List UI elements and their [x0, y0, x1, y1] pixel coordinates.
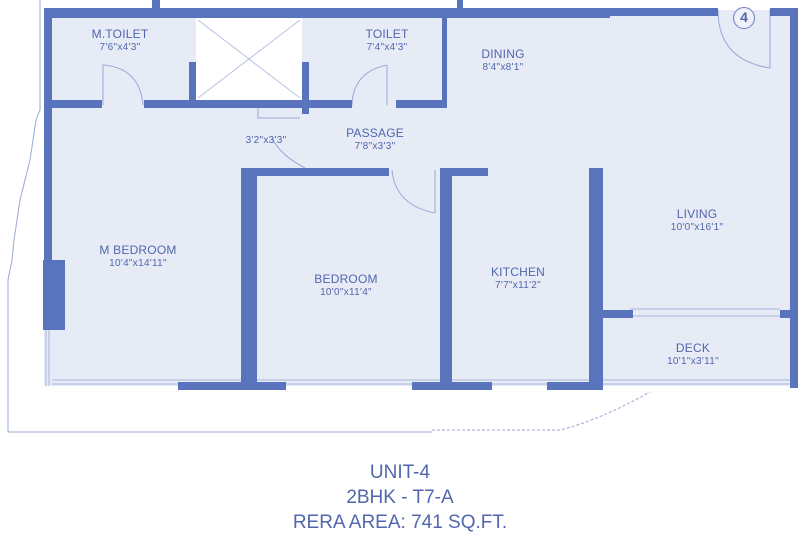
wall-deck-top-left	[603, 310, 633, 318]
room-name: M BEDROOM	[99, 243, 177, 257]
wall-toilet-right	[442, 12, 447, 108]
wall-duct-right	[302, 62, 309, 114]
wall-kitchen-top	[440, 168, 488, 176]
wall-bottom-2	[412, 382, 492, 390]
room-dimension: 10'1"x3'11"	[667, 356, 719, 367]
room-name: M.TOILET	[91, 27, 149, 41]
wall-toilet-bottom-mid	[144, 100, 352, 108]
wall-duct-left	[189, 62, 196, 106]
room-dimension: 7'7"x11'2"	[495, 280, 541, 291]
room-dimension: 3'2"x3'3"	[245, 135, 287, 146]
room-name: TOILET	[365, 27, 409, 41]
wall-bedroom-left	[241, 168, 257, 390]
room-bedroom: BEDROOM 10'0"x11'4"	[314, 272, 377, 300]
wall-bottom-1	[178, 382, 286, 390]
room-name: KITCHEN	[490, 265, 546, 279]
room-name: BEDROOM	[314, 272, 378, 286]
wall-left	[44, 8, 52, 330]
wall-toilet-bottom-right	[396, 100, 446, 108]
room-name: PASSAGE	[346, 126, 404, 140]
unit-title: UNIT-4	[369, 462, 431, 483]
wall-top-mid-post	[152, 0, 160, 10]
wall-top-mid-post-2	[457, 0, 463, 10]
plan-linework	[7, 0, 790, 433]
room-kitchen: KITCHEN 7'7"x11'2"	[491, 265, 545, 293]
room-dimension: 8'4"x8'1"	[482, 62, 524, 73]
room-dining: DINING 8'4"x8'1"	[481, 47, 524, 75]
wall-bottom-3	[547, 382, 603, 390]
unit-number-badge: 4	[733, 7, 755, 29]
room-m-bedroom: M BEDROOM 10'4"x14'11"	[99, 243, 176, 271]
wall-deck-top-right	[780, 310, 798, 318]
wall-top-right-2	[610, 8, 718, 16]
floor-plan: 4 M.TOILET 7'6"x4'3" TOILET 7'4"x4'3" DI…	[7, 0, 798, 433]
room-dimension: 10'4"x14'11"	[109, 258, 167, 269]
rera-area: RERA AREA: 741 SQ.FT.	[292, 512, 508, 533]
room-passage-alcove: 3'2"x3'3"	[246, 134, 287, 148]
room-name: DECK	[675, 341, 711, 355]
room-m-toilet: M.TOILET 7'6"x4'3"	[92, 27, 149, 55]
room-passage: PASSAGE 7'8"x3'3"	[346, 126, 404, 154]
wall-toilet-bottom-left	[44, 100, 102, 108]
wall-right	[790, 8, 798, 388]
room-living: LIVING 10'0"x16'1"	[671, 207, 724, 235]
wall-left-pillar	[43, 260, 65, 330]
room-dimension: 10'0"x11'4"	[320, 287, 372, 298]
wall-right-top-stub	[770, 8, 798, 16]
room-toilet: TOILET 7'4"x4'3"	[366, 27, 409, 55]
room-dimension: 7'6"x4'3"	[99, 42, 141, 53]
wall-bedroom-top	[241, 168, 389, 176]
room-name: LIVING	[676, 207, 718, 221]
room-dimension: 7'8"x3'3"	[354, 141, 396, 152]
wall-top-right	[464, 8, 610, 18]
room-dimension: 10'0"x16'1"	[670, 222, 724, 233]
room-deck: DECK 10'1"x3'11"	[667, 341, 719, 369]
wall-top-left	[44, 8, 464, 18]
room-name: DINING	[481, 47, 525, 61]
room-dimension: 7'4"x4'3"	[366, 42, 408, 53]
floor-area	[44, 10, 796, 386]
wall-kitchen-left	[440, 168, 452, 390]
wall-kitchen-right	[589, 168, 603, 390]
unit-type: 2BHK - T7-A	[346, 487, 454, 508]
